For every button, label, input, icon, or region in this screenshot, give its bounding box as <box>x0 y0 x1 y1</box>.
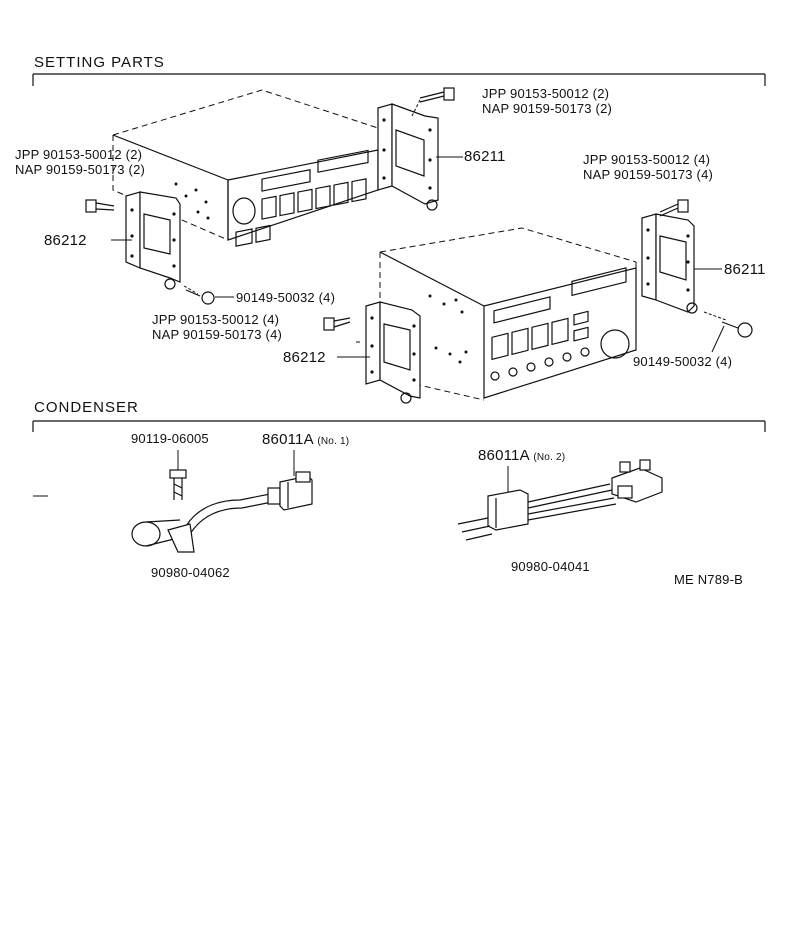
condenser-no2-number: (No. 2) <box>533 452 566 463</box>
bracket-86212-left <box>125 191 181 290</box>
section-title-setting-parts: SETTING PARTS <box>34 54 165 71</box>
label-condenser-no1-wire: 90980-04062 <box>151 565 230 580</box>
label-top-right-nap: NAP 90159-50173 (2) <box>482 101 613 116</box>
label-middle-nap: NAP 90159-50173 (4) <box>152 327 283 342</box>
condenser-frame <box>32 420 766 432</box>
label-condenser-no1: 86011A (No. 1) <box>262 432 349 450</box>
bracket-86211-top <box>377 103 439 211</box>
label-screw-right: 90149-50032 (4) <box>633 354 733 369</box>
label-86212-lower: 86212 <box>283 349 326 366</box>
label-top-right-jpp: JPP 90153-50012 (2) <box>482 86 610 101</box>
bolt-top <box>411 87 455 117</box>
condenser-no1 <box>131 450 313 553</box>
label-86211-right: 86211 <box>724 261 766 278</box>
bolt-middle <box>323 317 351 331</box>
bolt-left <box>85 199 115 213</box>
figure-reference: ME N789-B <box>674 572 743 587</box>
screw-right <box>703 311 753 353</box>
bracket-86211-right <box>641 213 698 314</box>
radio-unit-lower <box>379 227 637 401</box>
label-right-jpp: JPP 90153-50012 (4) <box>583 152 711 167</box>
label-86212-left: 86212 <box>44 232 87 249</box>
screw-left <box>183 285 234 305</box>
condenser-no2 <box>457 459 663 541</box>
label-condenser-no2: 86011A (No. 2) <box>478 448 565 466</box>
condenser-no2-part: 86011A <box>478 447 529 464</box>
label-86211-top: 86211 <box>464 148 506 165</box>
setting-parts-frame <box>32 73 766 86</box>
label-middle-jpp: JPP 90153-50012 (4) <box>152 312 280 327</box>
condenser-no1-part: 86011A <box>262 431 313 448</box>
label-condenser-no2-wire: 90980-04041 <box>511 559 590 574</box>
condenser-no1-number: (No. 1) <box>317 436 350 447</box>
label-upper-left-nap: NAP 90159-50173 (2) <box>15 162 146 177</box>
bracket-86212-lower <box>365 301 421 404</box>
bolt-right-top <box>659 199 689 217</box>
label-right-nap: NAP 90159-50173 (4) <box>583 167 714 182</box>
label-screw-left: 90149-50032 (4) <box>236 290 336 305</box>
label-bolt: 90119-06005 <box>131 431 209 446</box>
label-upper-left-jpp: JPP 90153-50012 (2) <box>15 147 143 162</box>
section-title-condenser: CONDENSER <box>34 399 139 416</box>
